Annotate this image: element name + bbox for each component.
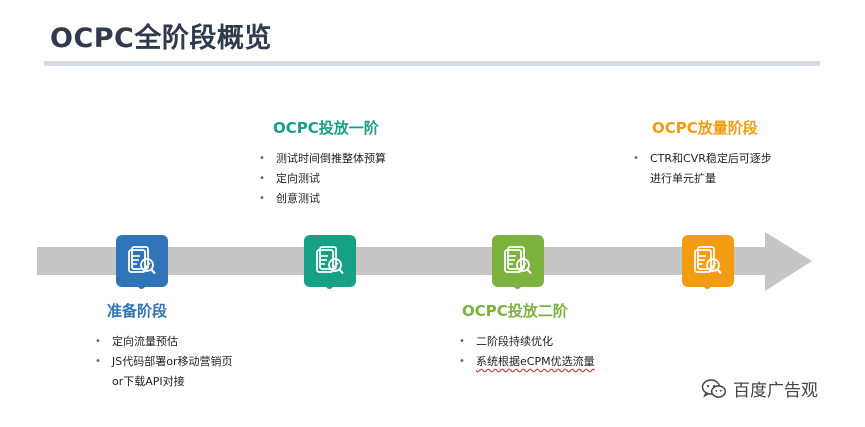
list-item: 进行单元扩量 [650, 172, 716, 185]
document-search-icon [504, 246, 532, 275]
list-item: 系统根据eCPM优选流量 [459, 352, 595, 372]
title-divider [44, 61, 820, 66]
stage-3-icon-box [492, 235, 544, 287]
document-search-icon [128, 246, 156, 275]
list-item: 定向流量预估 [95, 332, 232, 352]
stage-1-bullets: 定向流量预估 JS代码部署or移动营销页 or下载API对接 [95, 332, 232, 392]
stage-4-dot [704, 282, 711, 289]
stage-2-dot [326, 282, 333, 289]
stage-4-icon-box [682, 235, 734, 287]
list-item: 创意测试 [259, 189, 386, 209]
document-search-icon [316, 246, 344, 275]
list-item: CTR和CVR稳定后可逐步 [633, 149, 772, 169]
stage-4-title: OCPC放量阶段 [652, 119, 758, 137]
stage-4-bullets: CTR和CVR稳定后可逐步 进行单元扩量 [633, 149, 772, 189]
list-item-text: 系统根据eCPM优选流量 [476, 355, 595, 368]
watermark-text: 百度广告观 [733, 381, 818, 401]
stage-1-title: 准备阶段 [107, 302, 168, 320]
list-item: or下载API对接 [112, 375, 185, 388]
page-title: OCPC全阶段概览 [50, 23, 272, 54]
wechat-icon [701, 378, 727, 398]
list-item: JS代码部署or移动营销页 [95, 352, 232, 372]
stage-3-bullets: 二阶段持续优化 系统根据eCPM优选流量 [459, 332, 595, 372]
list-item: 定向测试 [259, 169, 386, 189]
list-item: 二阶段持续优化 [459, 332, 595, 352]
stage-2-icon-box [304, 235, 356, 287]
watermark: 百度广告观 [701, 376, 818, 401]
list-item: 测试时间倒推整体预算 [259, 149, 386, 169]
stage-3-title: OCPC投放二阶 [462, 302, 568, 320]
stage-1-dot [138, 282, 145, 289]
document-search-icon [694, 246, 722, 275]
stage-3-dot [514, 282, 521, 289]
stage-2-title: OCPC投放一阶 [273, 119, 379, 137]
stage-2-bullets: 测试时间倒推整体预算 定向测试 创意测试 [259, 149, 386, 209]
stage-1-icon-box [116, 235, 168, 287]
